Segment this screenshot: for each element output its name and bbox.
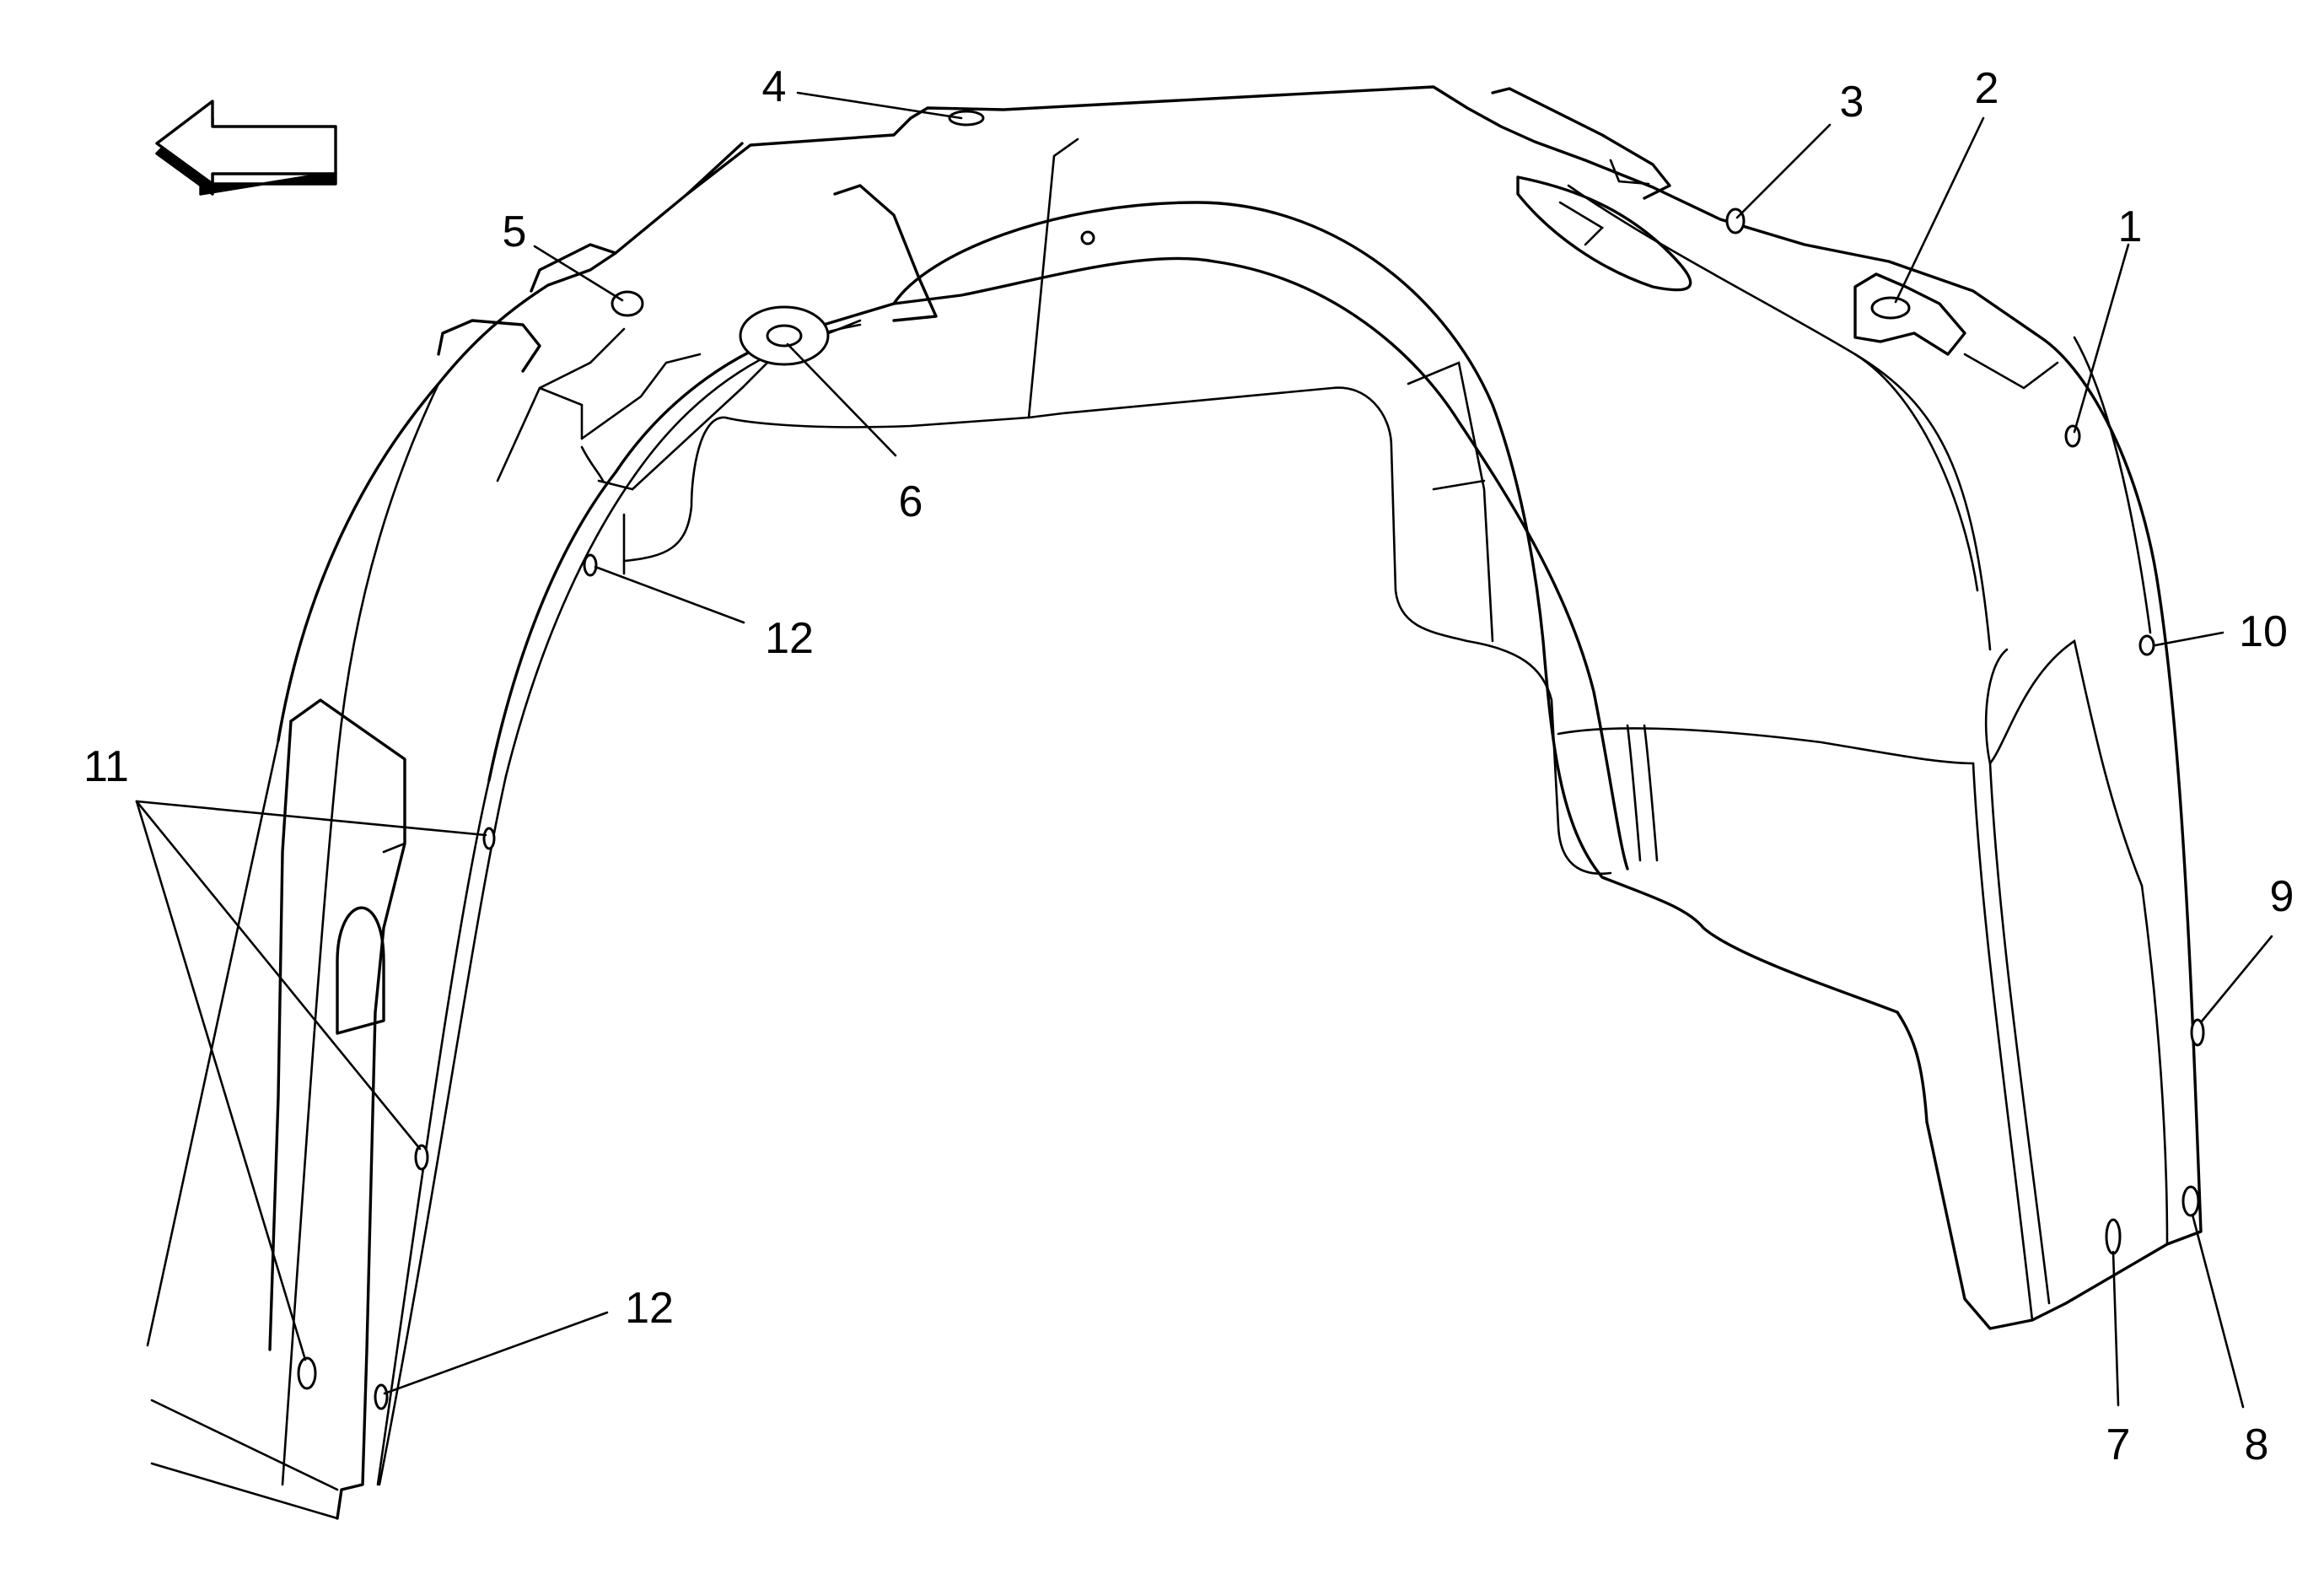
fastener-holes: [297, 110, 2205, 1410]
inner-top-window: [892, 201, 1899, 1014]
hole-4: [948, 110, 985, 127]
hole-top-center: [1080, 230, 1095, 245]
callout-4: 4: [762, 62, 787, 111]
leader-lines: [135, 91, 2273, 1409]
hole-6-inner: [766, 324, 803, 348]
callout-9: 9: [2270, 872, 2294, 921]
hole-11c: [297, 1356, 317, 1390]
callout-5: 5: [503, 208, 527, 256]
callout-12b: 12: [625, 1284, 674, 1333]
callout-8: 8: [2245, 1420, 2269, 1469]
front-flange: [289, 698, 406, 1520]
callout-12a: 12: [765, 614, 814, 663]
callout-1: 1: [2118, 202, 2143, 251]
hole-7: [2105, 1218, 2122, 1255]
hole-12b: [374, 1383, 389, 1410]
hole-11a: [482, 827, 496, 850]
liner-inner-arch: [487, 256, 1629, 871]
hole-12a: [583, 553, 598, 577]
wheelhouse-liner: [146, 85, 2203, 1520]
callout-2: 2: [1975, 64, 1999, 113]
callout-labels: 1 2 3 4 5 6 7 8 9 10 11 12 12: [83, 62, 2294, 1469]
arrow-left-icon: [155, 100, 337, 196]
hole-11b: [414, 1144, 429, 1171]
callout-10: 10: [2239, 607, 2288, 656]
liner-outer-edge: [277, 85, 2203, 1246]
hole-9: [2190, 1018, 2205, 1047]
callout-6: 6: [899, 477, 923, 526]
hole-2: [1870, 296, 1911, 320]
hole-10: [2138, 634, 2155, 656]
hole-8: [2181, 1185, 2200, 1217]
rear-panel: [1896, 1011, 2169, 1330]
hole-1: [2064, 424, 2081, 448]
callout-3: 3: [1840, 78, 1864, 127]
hole-5: [611, 290, 644, 317]
callout-7: 7: [2106, 1420, 2131, 1469]
callout-11: 11: [83, 742, 129, 791]
